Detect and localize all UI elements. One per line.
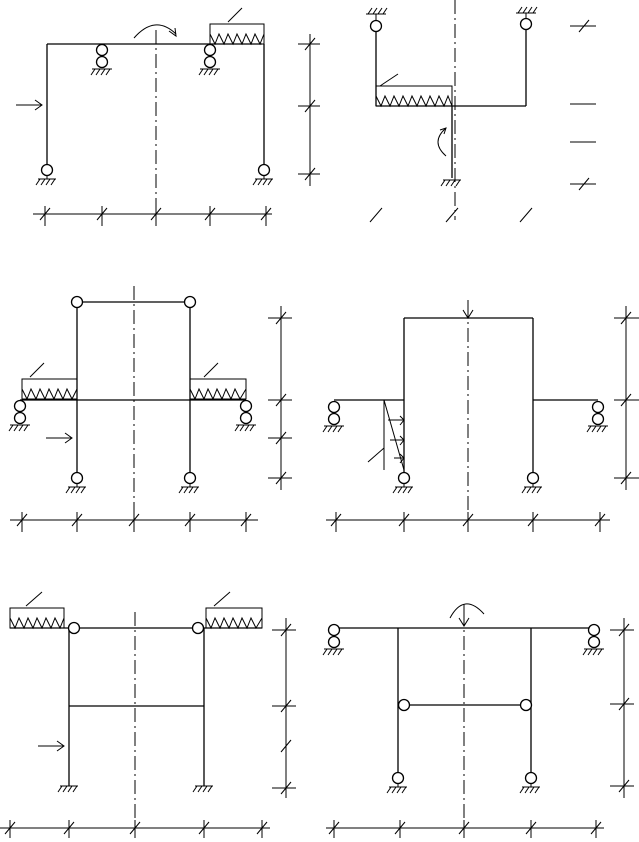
- frame-1-moment-icon: [133, 24, 177, 39]
- frame-3-right-dimension: [268, 306, 292, 490]
- frame-6-hinge-right: [519, 698, 533, 712]
- frame-2-moment-icon: [437, 127, 447, 157]
- frame-2: [366, 0, 596, 223]
- frame-3-hinge-left: [70, 295, 84, 309]
- frame-5-hinge-left: [67, 621, 81, 635]
- frame-5-bottom-dimension: [0, 820, 270, 838]
- frame-1-horizontal-force-arrow: [15, 99, 43, 111]
- frame-3-horizontal-force-arrow: [45, 432, 73, 444]
- frame-2-right-dimension: [570, 19, 596, 191]
- frame-4: [322, 300, 639, 532]
- frame-2-left-pin-support: [366, 7, 388, 33]
- frame-5-hinge-right: [191, 621, 205, 635]
- frame-3-right-distributed-load: [189, 362, 247, 401]
- frame-6-bottom-dimension: [326, 820, 604, 838]
- frame-4-left-roller-support: [322, 400, 345, 433]
- frame-3-left-roller-support: [8, 399, 31, 432]
- frame-1-right-dimension: [298, 34, 320, 186]
- frame-3-right-pin-support: [179, 473, 199, 494]
- frame-4-right-dimension: [614, 306, 639, 490]
- frame-5-left-distributed-load: [9, 591, 65, 630]
- frame-2-fixed-support: [440, 179, 462, 187]
- frame-3-bottom-dimension: [10, 512, 258, 532]
- frame-1-right-pin-support: [253, 165, 273, 186]
- frame-4-triangular-load: [367, 399, 405, 471]
- frame-3-right-roller-support: [234, 399, 257, 432]
- frame-3-left-distributed-load: [21, 362, 78, 401]
- frame-2-right-pin-support: [516, 6, 538, 31]
- frame-5-right-distributed-load: [205, 591, 263, 630]
- frame-1-bottom-dimension: [33, 206, 272, 226]
- frame-1: [15, 7, 320, 226]
- frame-1-roller-support-2: [198, 43, 221, 76]
- frame-4-vertical-force-arrow: [462, 300, 474, 319]
- frame-2-distributed-load: [375, 73, 453, 108]
- frame-6: [322, 603, 634, 838]
- frame-3: [8, 286, 292, 532]
- frame-4-bottom-dimension: [326, 512, 610, 532]
- frame-5: [0, 591, 296, 838]
- frame-4-left-pin-support: [393, 473, 413, 494]
- frame-5-horizontal-force-arrow: [37, 740, 65, 752]
- frame-1-roller-support-1: [90, 43, 113, 76]
- frame-2-bottom-dimension: [369, 207, 533, 223]
- frame-6-right-roller-support: [582, 623, 605, 656]
- frame-3-left-pin-support: [66, 473, 86, 494]
- frame-6-left-pin-support: [387, 773, 407, 794]
- frame-3-hinge-right: [183, 295, 197, 309]
- frame-6-left-roller-support: [322, 623, 345, 656]
- frame-5-right-dimension: [272, 618, 296, 798]
- frame-6-right-dimension: [610, 618, 634, 798]
- frame-4-right-pin-support: [522, 473, 542, 494]
- frame-4-right-roller-support: [586, 400, 609, 433]
- frame-1-left-pin-support: [36, 165, 56, 186]
- frame-5-left-fixed-support: [57, 785, 79, 793]
- frame-1-distributed-load: [209, 7, 265, 46]
- frame-6-hinge-left: [397, 698, 411, 712]
- frame-6-right-pin-support: [520, 773, 540, 794]
- frame-5-right-fixed-support: [192, 785, 214, 793]
- frame-6-moment-icon: [449, 603, 485, 627]
